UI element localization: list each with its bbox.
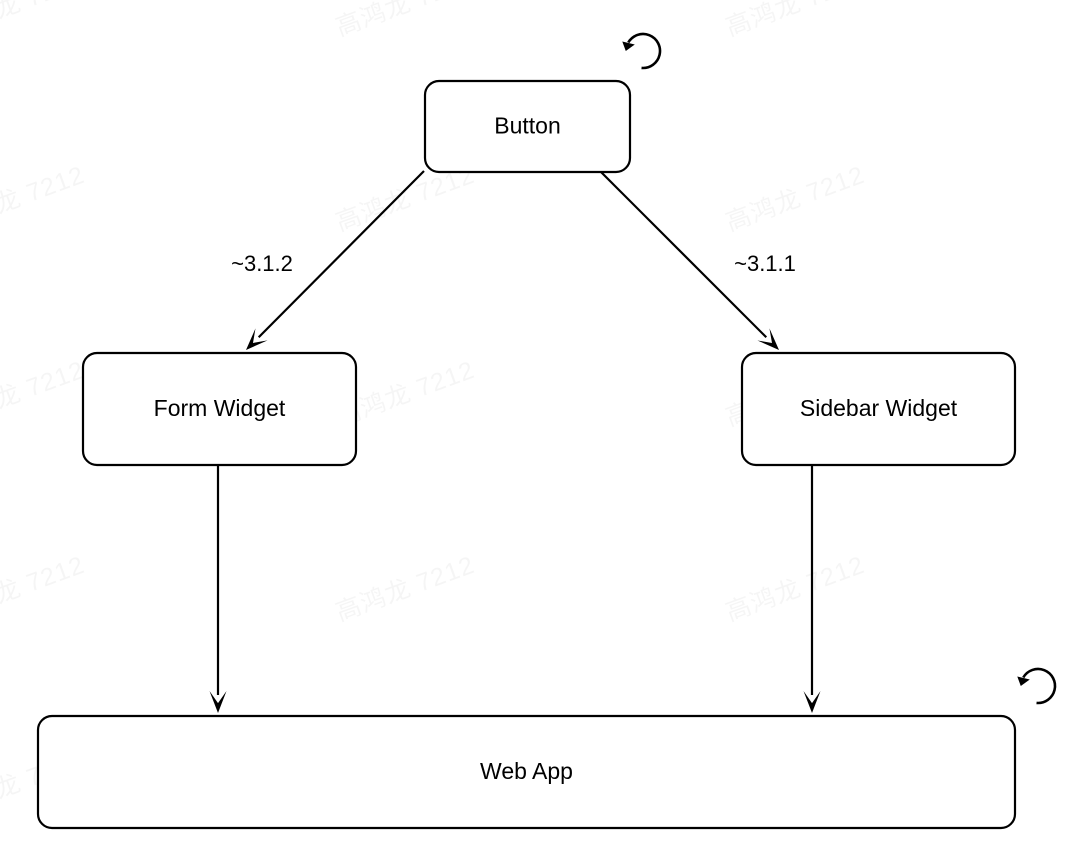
node-box — [36, 714, 1017, 830]
node-box — [423, 79, 632, 174]
node-label: Sidebar Widget — [800, 395, 958, 421]
node-sidebar-widget[interactable]: Sidebar Widget — [740, 351, 1017, 467]
node-form-widget[interactable]: Form Widget — [81, 351, 358, 467]
edge-form-widget-to-web-app[interactable] — [209, 466, 227, 713]
edge-line — [599, 170, 768, 339]
edge-button-to-sidebar-widget[interactable] — [599, 170, 779, 350]
node-button[interactable]: Button — [423, 79, 632, 174]
node-box — [740, 351, 1017, 467]
edge-label-button-to-form-widget: ~3.1.2 — [231, 251, 293, 276]
node-label: Form Widget — [154, 395, 286, 421]
edge-arrowhead — [803, 691, 821, 713]
node-box — [81, 351, 358, 467]
circular-arrow-icon[interactable] — [1017, 667, 1057, 705]
self-loop-arrowhead — [1017, 676, 1030, 686]
edge-arrowhead — [757, 328, 779, 350]
edge-label-button-to-sidebar-widget: ~3.1.1 — [734, 251, 796, 276]
self-loop-arc — [627, 32, 662, 70]
circular-arrow-icon[interactable] — [622, 32, 662, 70]
self-loop-arc — [1022, 667, 1057, 705]
self-loop-arrowhead — [622, 41, 635, 51]
self-loops-group — [622, 32, 1057, 705]
node-label: Button — [494, 113, 561, 139]
edge-arrowhead — [209, 691, 227, 713]
node-web-app[interactable]: Web App — [36, 714, 1017, 830]
edge-button-to-form-widget[interactable] — [246, 170, 425, 350]
edges-group — [209, 170, 821, 713]
edge-sidebar-widget-to-web-app[interactable] — [803, 466, 821, 713]
edge-line — [257, 170, 425, 339]
edge-arrowhead — [246, 328, 268, 350]
edge-labels-group: ~3.1.2 ~3.1.1 — [231, 251, 796, 276]
node-label: Web App — [480, 758, 573, 784]
